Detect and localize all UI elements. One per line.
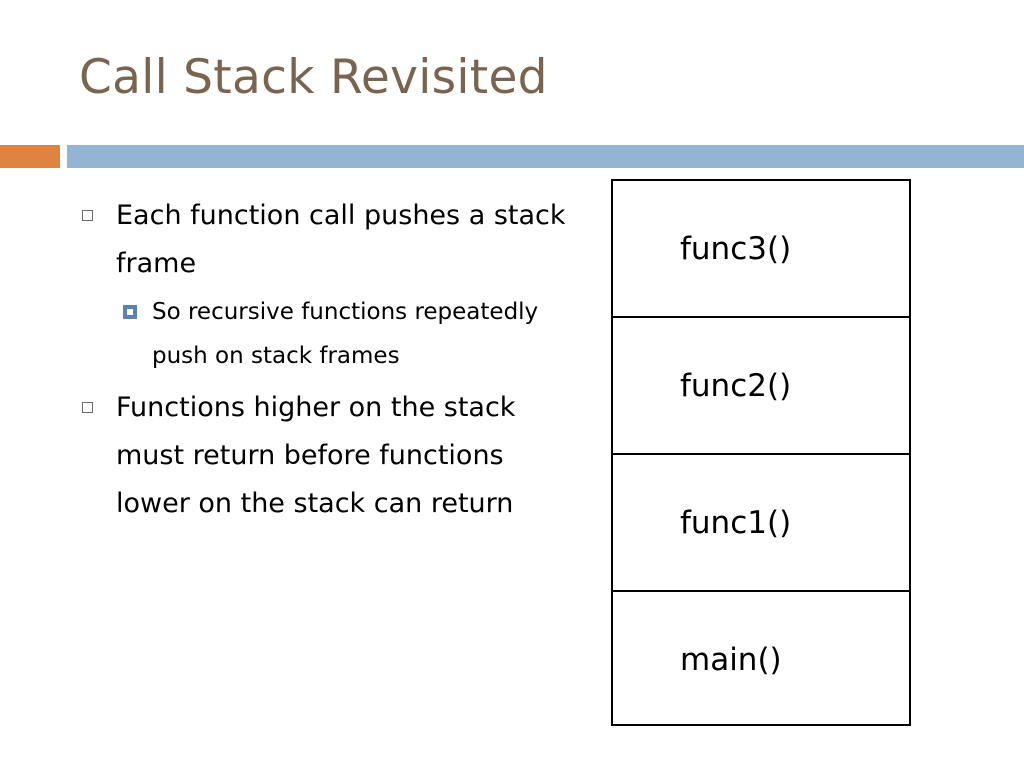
bullet-item: Each function call pushes a stack frame [82,192,582,288]
stack-frame: main() [613,592,909,725]
bullet-text: Functions higher on the stack must retur… [116,392,516,519]
stack-frame-label: func1() [680,505,792,541]
stack-frame-label: main() [680,642,782,678]
bullet-list: Each function call pushes a stack frame … [82,192,582,529]
call-stack-diagram: func3() func2() func1() main() [611,179,911,726]
stack-frame: func3() [613,181,909,318]
stack-frame: func2() [613,318,909,455]
slide-title: Call Stack Revisited [79,50,548,105]
stack-frame-label: func2() [680,368,792,404]
accent-bar-orange [0,145,60,168]
bullet-item: Functions higher on the stack must retur… [82,384,582,528]
stack-frame: func1() [613,455,909,592]
stack-frame-label: func3() [680,231,792,267]
filled-square-bullet-icon [123,305,137,319]
sub-bullet-item: So recursive functions repeatedly push o… [82,290,582,378]
bullet-text: Each function call pushes a stack frame [116,200,566,279]
sub-bullet-text: So recursive functions repeatedly push o… [152,299,539,369]
hollow-square-bullet-icon [82,210,93,221]
hollow-square-bullet-icon [82,402,93,413]
accent-bar-blue [67,145,1024,168]
